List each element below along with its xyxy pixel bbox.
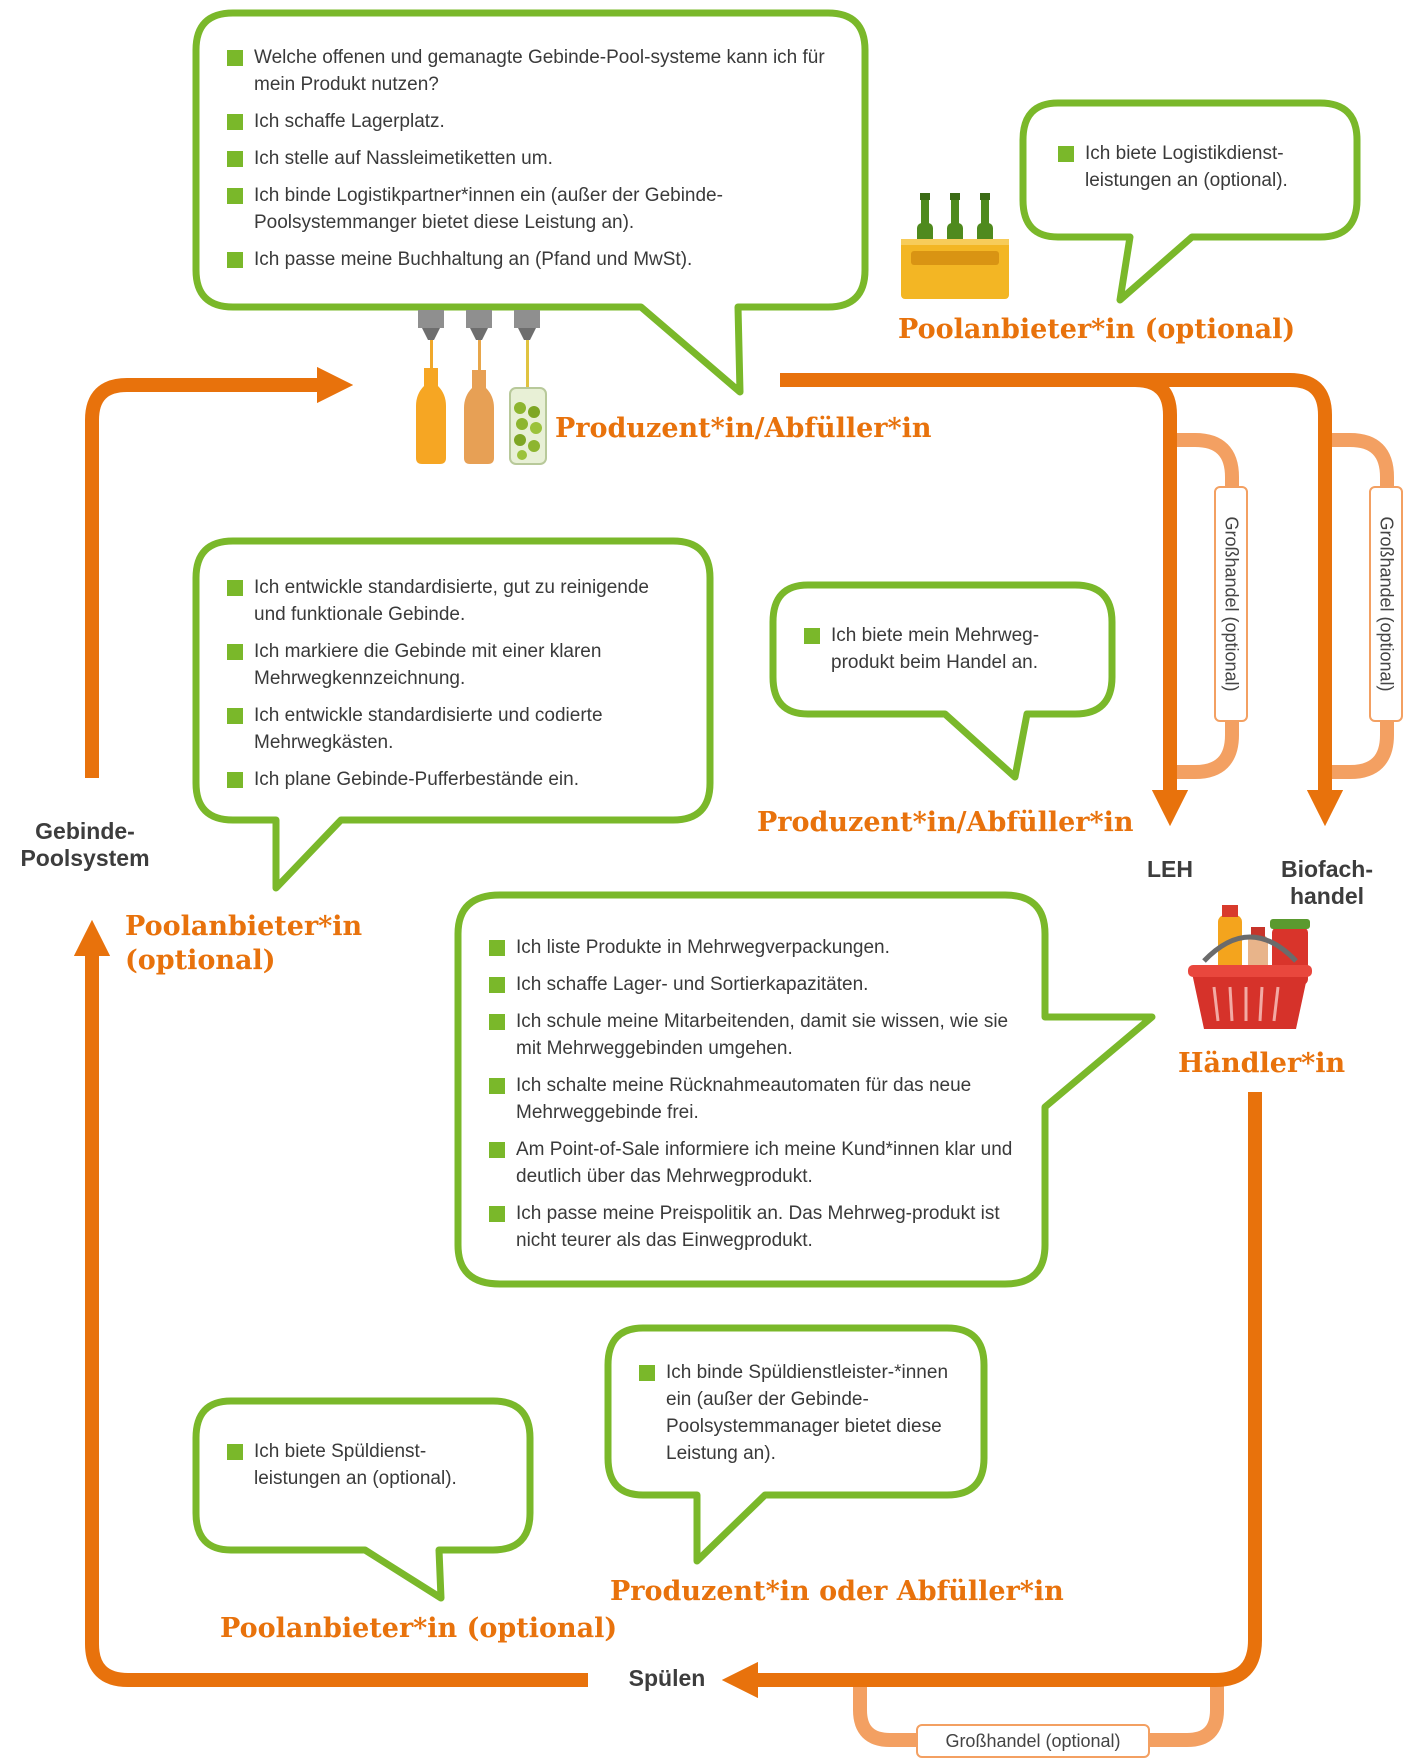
arrow-to-biofach	[1135, 373, 1344, 827]
node-biofach: Biofach-handel	[1281, 856, 1373, 909]
filling-bottles-icon	[416, 310, 547, 465]
bubble-item: Ich biete Logistikdienst-leistungen an (…	[1058, 140, 1338, 194]
wholesale-label: Großhandel (optional)	[1376, 516, 1397, 692]
bubble-producer-washing: Ich binde Spüldienstleister-*innen ein (…	[604, 1324, 988, 1565]
wholesale-box-biofach: Großhandel (optional)	[1369, 486, 1403, 722]
arrow-spuelen-to-poolsystem	[73, 919, 588, 1687]
node-leh: LEH	[1147, 856, 1193, 882]
bubble-item: Ich biete Spüldienst-leistungen an (opti…	[227, 1438, 507, 1492]
bubble-pool-washing: Ich biete Spüldienst-leistungen an (opti…	[192, 1397, 534, 1603]
bubble-retailer: Ich liste Produkte in Mehrwegverpackunge…	[454, 891, 1156, 1288]
role-pool-top: Poolanbieter*in (optional)	[898, 314, 1296, 345]
wholesale-label: Großhandel (optional)	[1221, 516, 1242, 692]
role-producer-top: Produzent*in/Abfüller*in	[555, 413, 932, 444]
role-producer-mid: Produzent*in/Abfüller*in	[757, 807, 1134, 838]
node-pool-system: Gebinde-Poolsystem	[20, 818, 150, 871]
bubble-producer-trade: Ich biete mein Mehrweg-produkt beim Hand…	[769, 581, 1116, 782]
bubble-item: Ich stelle auf Nassleimetiketten um.	[227, 145, 827, 172]
node-spuelen: Spülen	[628, 1665, 706, 1691]
bubble-producer-top: Welche offenen und gemanagte Gebinde-Poo…	[192, 9, 869, 396]
bubble-item: Ich markiere die Gebinde mit einer klare…	[227, 638, 677, 692]
bubble-pool-logistics: Ich biete Logistikdienst-leistungen an (…	[1019, 99, 1361, 305]
wholesale-box-leh: Großhandel (optional)	[1214, 486, 1248, 722]
role-pool-bottom: Poolanbieter*in (optional)	[220, 1613, 618, 1644]
role-retailer: Händler*in	[1178, 1048, 1346, 1079]
bubble-item: Ich entwickle standardisierte, gut zu re…	[227, 574, 677, 628]
bubble-pool-system: Ich entwickle standardisierte, gut zu re…	[192, 537, 714, 893]
shopping-basket-icon	[1188, 905, 1312, 1029]
bubble-item: Ich schaffe Lager- und Sortierkapazitäte…	[489, 971, 1034, 998]
bubble-item: Ich schalte meine Rücknahmeautomaten für…	[489, 1072, 1034, 1126]
role-pool-mid: Poolanbieter*in (optional)	[125, 911, 363, 976]
bubble-item: Ich plane Gebinde-Pufferbestände ein.	[227, 766, 677, 793]
bubble-item: Ich binde Spüldienstleister-*innen ein (…	[639, 1359, 959, 1467]
bubble-item: Ich entwickle standardisierte und codier…	[227, 702, 677, 756]
bubble-item: Ich liste Produkte in Mehrwegverpackunge…	[489, 934, 1034, 961]
bubble-item: Welche offenen und gemanagte Gebinde-Poo…	[227, 44, 827, 98]
bubble-item: Ich passe meine Buchhaltung an (Pfand un…	[227, 246, 827, 273]
arrow-retail-to-spuelen	[721, 1092, 1262, 1699]
bubble-item: Ich schule meine Mitarbeitenden, damit s…	[489, 1008, 1034, 1062]
bubble-item: Ich schaffe Lagerplatz.	[227, 108, 827, 135]
bubble-item: Am Point-of-Sale informiere ich meine Ku…	[489, 1136, 1034, 1190]
bubble-item: Ich passe meine Preispolitik an. Das Meh…	[489, 1200, 1034, 1254]
arrow-poolsystem-to-producer	[85, 366, 354, 778]
bubble-item: Ich biete mein Mehrweg-produkt beim Hand…	[804, 622, 1084, 676]
bubble-item: Ich binde Logistikpartner*innen ein (auß…	[227, 182, 827, 236]
bottle-crate-icon	[901, 193, 1009, 299]
role-producer-bottom: Produzent*in oder Abfüller*in	[610, 1576, 1064, 1607]
wholesale-box-spuelen: Großhandel (optional)	[916, 1724, 1150, 1758]
